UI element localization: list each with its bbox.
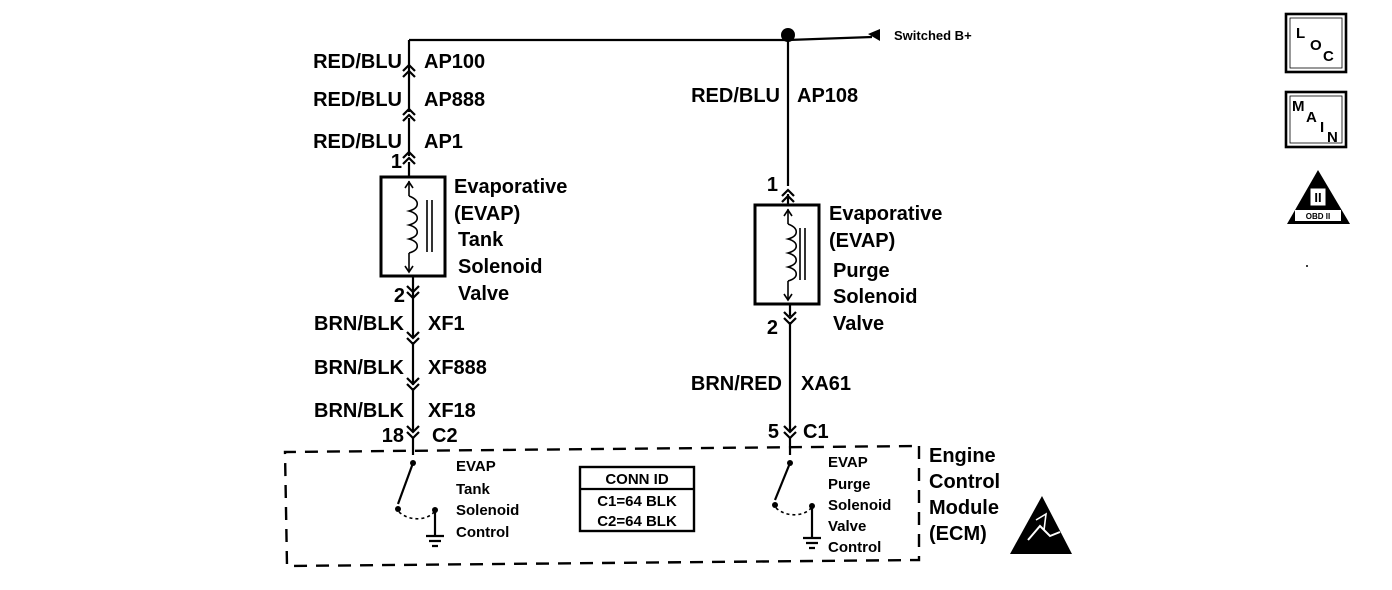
ecm-connector-label: C1 — [803, 421, 829, 443]
svg-text:C: C — [1323, 48, 1334, 65]
ecm-name-label: Engine — [929, 445, 996, 467]
wire-color-label: RED/BLU — [691, 85, 780, 107]
component-label: Evaporative — [829, 203, 942, 225]
purge-solenoid-circuit: RED/BLU AP108 1 Evaporative (EVAP) Purge… — [691, 40, 942, 455]
component-label: Solenoid — [833, 286, 917, 308]
connector-chevron — [402, 63, 416, 78]
wire-color-label: RED/BLU — [313, 89, 402, 111]
purge-solenoid-box — [753, 203, 821, 306]
ecm-name-label: (ECM) — [929, 523, 987, 545]
wire-color-label: BRN/BLK — [314, 313, 405, 335]
solenoid-coil-icon — [405, 195, 419, 254]
ecm-function-label: Purge — [828, 476, 871, 493]
circuit-number-label: XF18 — [428, 400, 476, 422]
circuit-number-label: XF888 — [428, 357, 487, 379]
component-label: Solenoid — [458, 256, 542, 278]
svg-text:L: L — [1296, 25, 1305, 42]
circuit-number-label: AP1 — [424, 131, 463, 153]
pin-number-label: 2 — [767, 317, 778, 339]
svg-text:OBD II: OBD II — [1306, 212, 1330, 221]
component-label: Valve — [458, 283, 509, 305]
svg-text:O: O — [1310, 37, 1322, 54]
obd-ii-icon[interactable]: II OBD II — [1287, 170, 1350, 224]
wire-color-label: BRN/RED — [691, 373, 782, 395]
ecm-function-label: EVAP — [456, 458, 496, 475]
esd-warning-icon — [1010, 496, 1072, 554]
connector-chevron — [406, 285, 420, 300]
pin-number-label: 2 — [394, 285, 405, 307]
wire-color-label: RED/BLU — [313, 131, 402, 153]
svg-text:A: A — [1306, 109, 1317, 126]
component-label: (EVAP) — [829, 230, 895, 252]
ecm-pin-label: 5 — [768, 421, 779, 443]
connector-chevron — [783, 311, 797, 326]
svg-text:II: II — [1314, 190, 1321, 205]
ecm-name-label: Module — [929, 497, 999, 519]
component-label: Valve — [833, 313, 884, 335]
connector-chevron — [406, 377, 420, 392]
circuit-number-label: AP108 — [797, 85, 858, 107]
circuit-number-label: AP888 — [424, 89, 485, 111]
tank-solenoid-circuit: RED/BLU AP100 RED/BLU AP888 RED/BLU AP1 … — [313, 51, 567, 455]
component-label: Evaporative — [454, 176, 567, 198]
svg-text:N: N — [1327, 129, 1338, 146]
wire-color-label: BRN/BLK — [314, 357, 405, 379]
ecm-connector-label: C2 — [432, 425, 458, 447]
main-icon[interactable]: M A I N — [1284, 90, 1348, 149]
speck — [1306, 265, 1308, 267]
pin-number-label: 1 — [391, 151, 402, 173]
wire-color-label: BRN/BLK — [314, 400, 405, 422]
ecm-name-label: Control — [929, 471, 1000, 493]
power-bus: Switched B+ — [407, 28, 972, 60]
purge-control-switch — [772, 460, 821, 550]
component-label: (EVAP) — [454, 203, 520, 225]
ground-icon — [803, 536, 821, 550]
ecm-module: EVAP Tank Solenoid Control CONN ID C1=64… — [283, 444, 1072, 568]
connector-chevron — [402, 107, 416, 122]
conn-id-table: CONN ID C1=64 BLK C2=64 BLK — [578, 465, 696, 533]
splice-dot — [781, 28, 795, 42]
conn-id-title: CONN ID — [605, 471, 669, 488]
ecm-boundary — [283, 444, 921, 568]
circuit-number-label: AP100 — [424, 51, 485, 73]
conn-id-row: C1=64 BLK — [597, 493, 677, 510]
loc-icon[interactable]: L O C — [1284, 12, 1348, 74]
ecm-function-label: Solenoid — [828, 497, 891, 514]
ecm-function-label: Solenoid — [456, 502, 519, 519]
switched-b-plus-label: Switched B+ — [894, 28, 972, 43]
ecm-function-label: Valve — [828, 518, 866, 535]
connector-chevron — [402, 150, 416, 165]
wire-color-label: RED/BLU — [313, 51, 402, 73]
connector-chevron — [783, 425, 797, 440]
ecm-function-label: Control — [828, 539, 881, 556]
circuit-number-label: XA61 — [801, 373, 851, 395]
circuit-number-label: XF1 — [428, 313, 465, 335]
component-label: Tank — [458, 229, 504, 251]
connector-chevron — [406, 425, 420, 440]
power-arrow-icon — [868, 29, 880, 41]
solenoid-coil-icon — [784, 223, 798, 282]
ecm-pin-label: 18 — [382, 425, 404, 447]
pin-number-label: 1 — [767, 174, 778, 196]
connector-chevron — [406, 331, 420, 346]
ecm-function-label: EVAP — [828, 454, 868, 471]
tank-solenoid-box — [379, 175, 447, 278]
svg-text:M: M — [1292, 98, 1305, 115]
ground-icon — [426, 534, 444, 548]
ecm-function-label: Tank — [456, 481, 491, 498]
conn-id-row: C2=64 BLK — [597, 513, 677, 530]
component-label: Purge — [833, 260, 890, 282]
svg-text:I: I — [1320, 119, 1324, 136]
ecm-function-label: Control — [456, 524, 509, 541]
tank-control-switch — [395, 460, 444, 548]
connector-chevron — [781, 188, 795, 203]
